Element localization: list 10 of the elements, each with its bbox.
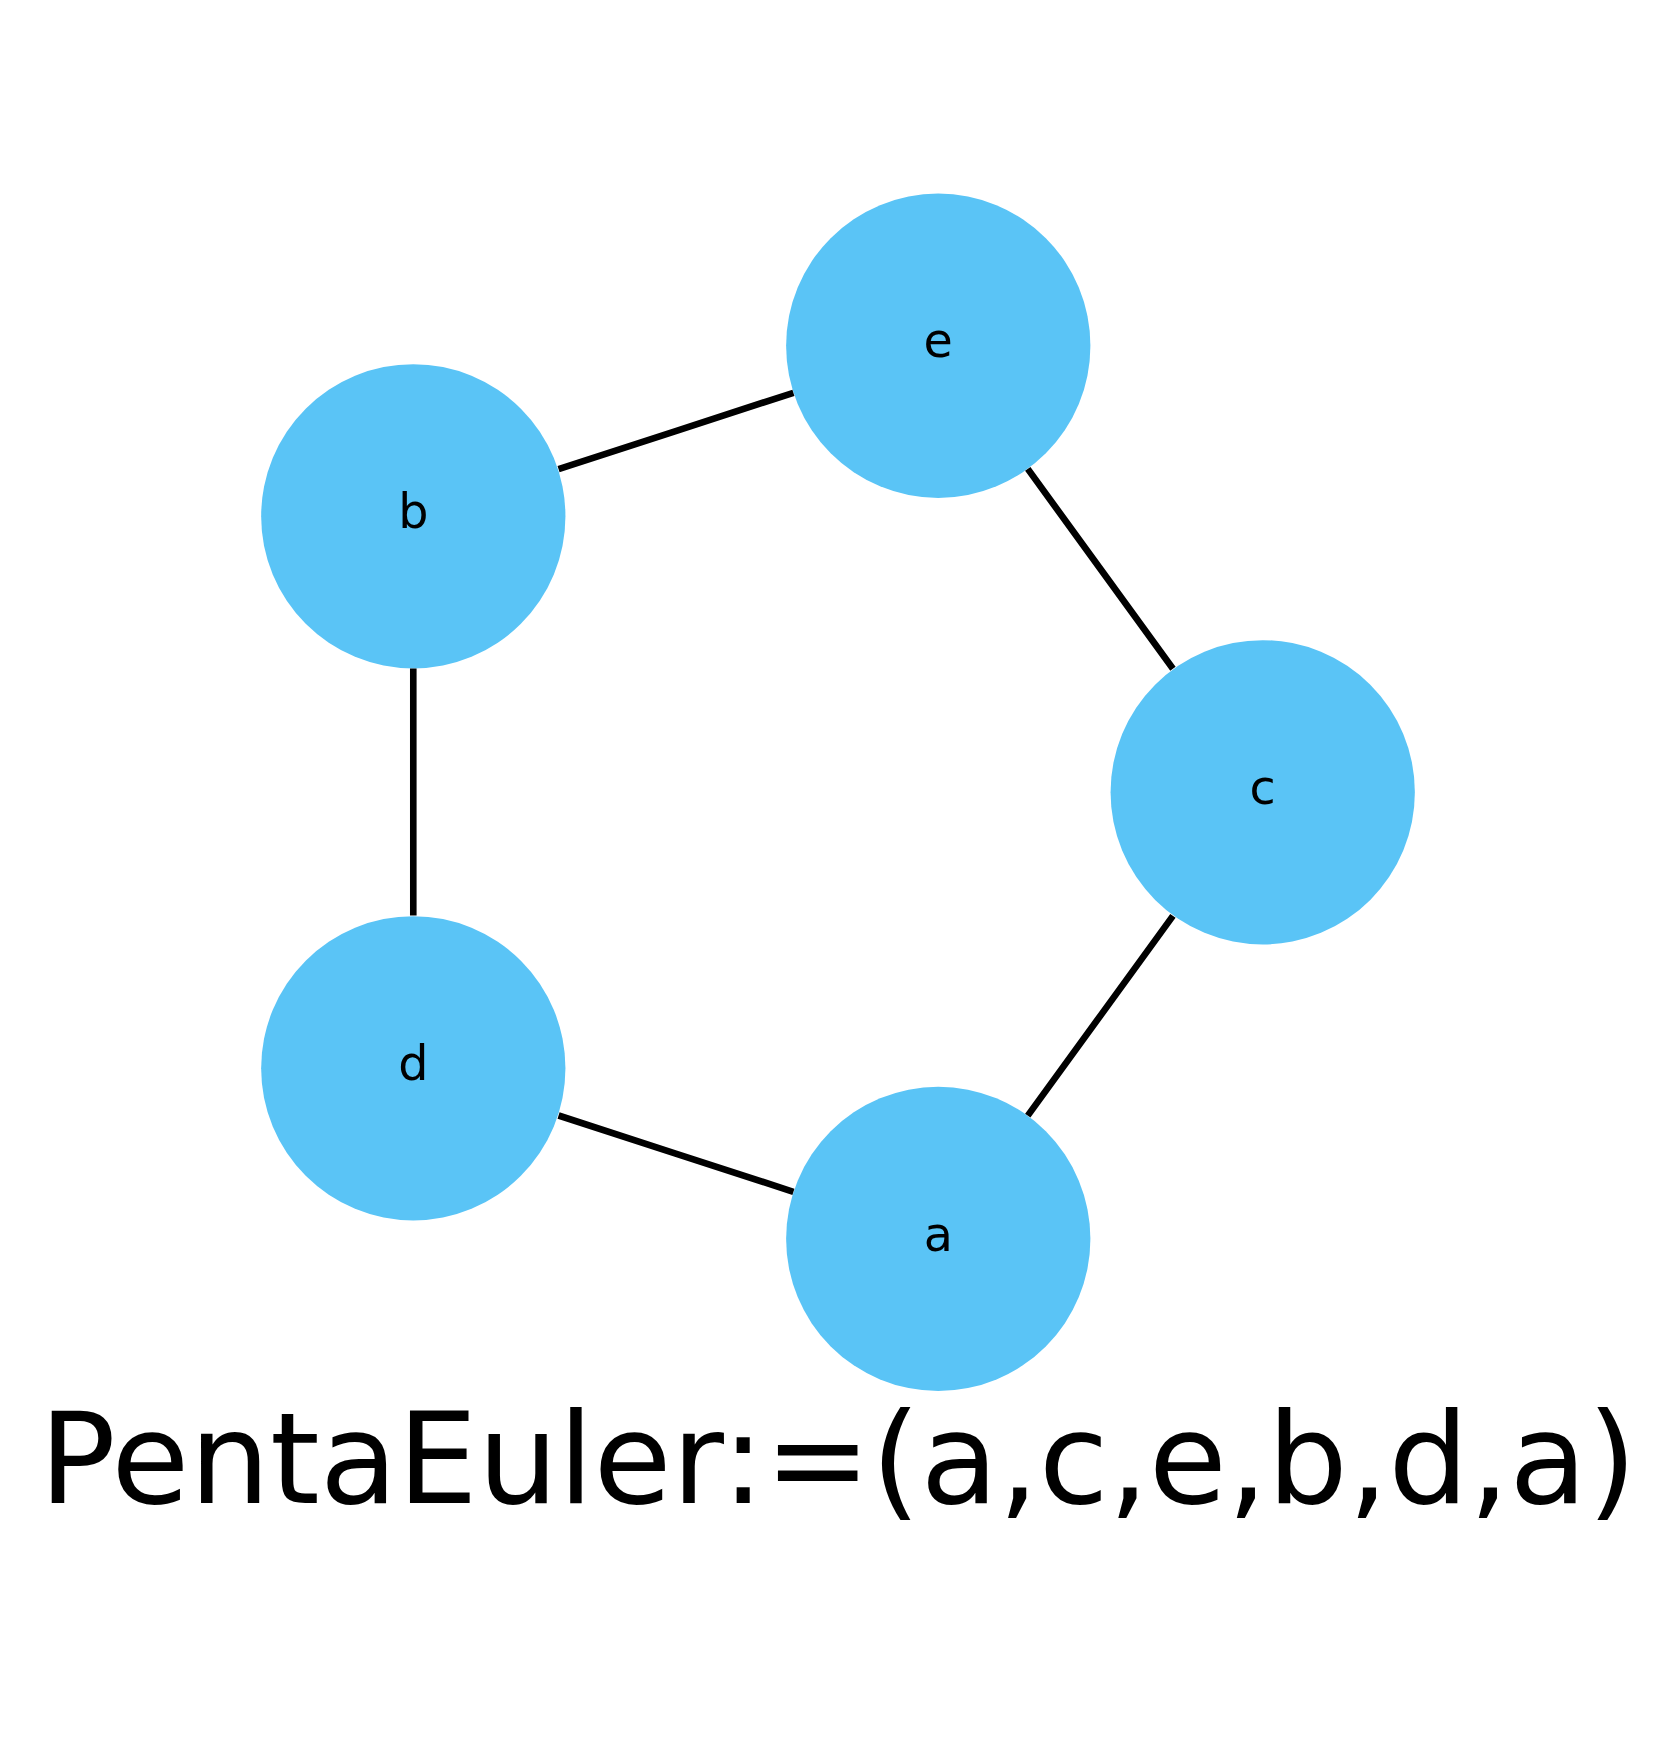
connector <box>1025 913 1176 1118</box>
connector <box>557 1112 795 1195</box>
node-circle: e <box>786 193 1091 498</box>
node-circle: c <box>1110 640 1415 945</box>
node-circle: b <box>261 364 566 669</box>
connector <box>410 668 417 916</box>
connector <box>1025 466 1176 671</box>
connector <box>557 389 795 473</box>
node-circle: d <box>261 916 566 1221</box>
node-circle: a <box>786 1086 1091 1391</box>
